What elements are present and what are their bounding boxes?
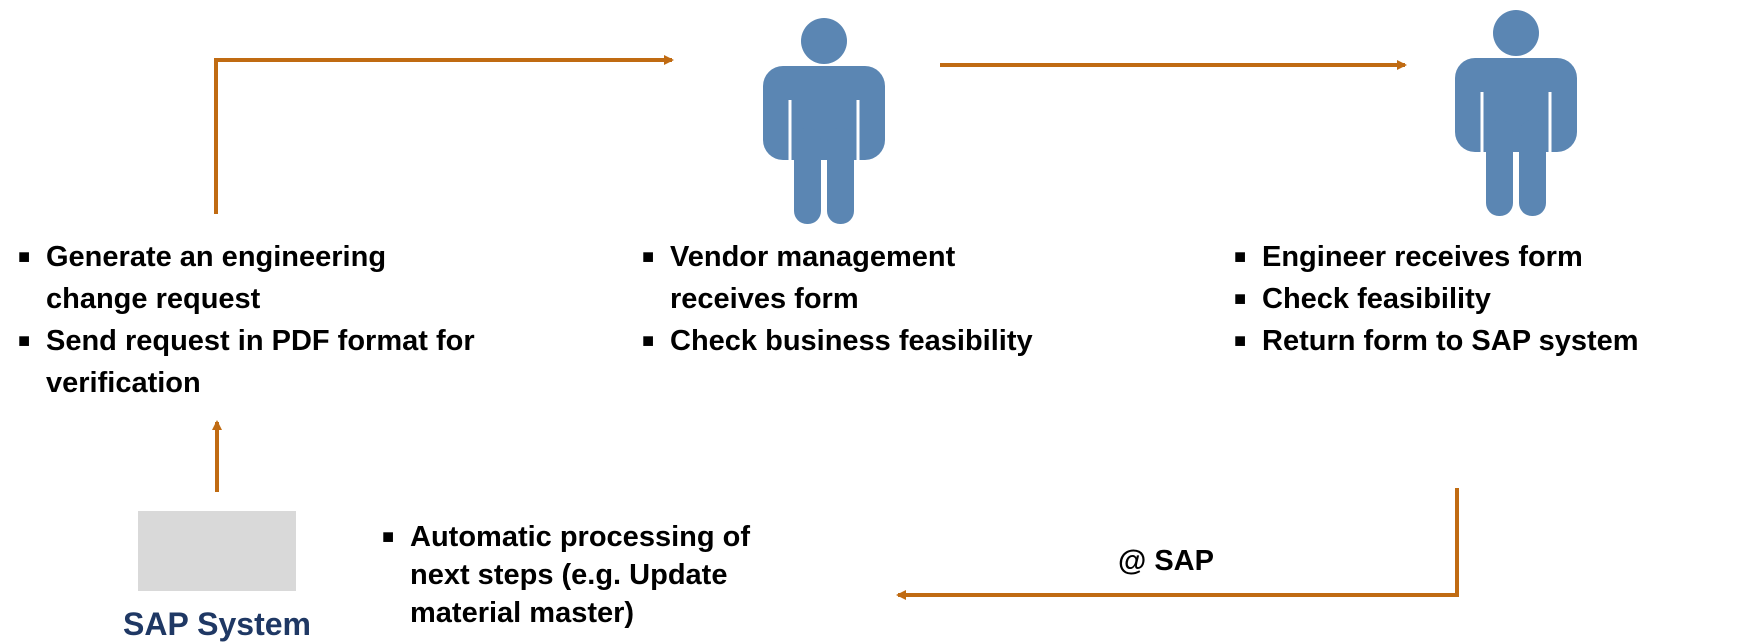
step-text: Check business feasibility (670, 325, 1033, 357)
list-item: ■ Engineer receives form (1234, 236, 1639, 278)
list-item: ■ Generate an engineering change request (18, 236, 475, 320)
list-item: ■ Send request in PDF format for verific… (18, 320, 475, 404)
square-bullet: ■ (1234, 246, 1247, 268)
step-vendor-management: ■ Vendor management receives form ■ Chec… (642, 236, 1033, 362)
step-text: Engineer receives form (1262, 241, 1583, 273)
step-generate-request: ■ Generate an engineering change request… (18, 236, 475, 404)
person-icon (763, 18, 885, 224)
step-engineer: ■ Engineer receives form ■ Check feasibi… (1234, 236, 1639, 362)
arrow-request-to-vendor (214, 55, 674, 214)
list-item: ■ Return form to SAP system (1234, 320, 1639, 362)
step-text: Generate an engineering change request (46, 241, 387, 315)
square-bullet: ■ (18, 246, 31, 268)
sap-system-label: SAP System (123, 606, 311, 642)
step-automatic-processing: ■ Automatic processing of next steps (e.… (382, 518, 750, 632)
step-text: Vendor management receives form (670, 241, 956, 315)
square-bullet: ■ (382, 526, 395, 548)
list-item: ■ Automatic processing of next steps (e.… (382, 518, 750, 632)
step-text: Send request in PDF format for verificat… (46, 325, 475, 399)
list-item: ■ Check business feasibility (642, 320, 1033, 362)
step-text: Check feasibility (1262, 283, 1491, 315)
list-item: ■ Check feasibility (1234, 278, 1639, 320)
step-text: Automatic processing of next steps (e.g.… (410, 521, 750, 629)
person-icon (1455, 10, 1577, 216)
square-bullet: ■ (642, 246, 655, 268)
return-label: @ SAP (1118, 545, 1214, 577)
sap-system-box (138, 511, 296, 591)
square-bullet: ■ (18, 330, 31, 352)
square-bullet: ■ (1234, 330, 1247, 352)
step-text: Return form to SAP system (1262, 325, 1639, 357)
list-item: ■ Vendor management receives form (642, 236, 1033, 320)
arrow-engineer-to-sap (896, 488, 1459, 600)
square-bullet: ■ (1234, 288, 1247, 310)
square-bullet: ■ (642, 330, 655, 352)
